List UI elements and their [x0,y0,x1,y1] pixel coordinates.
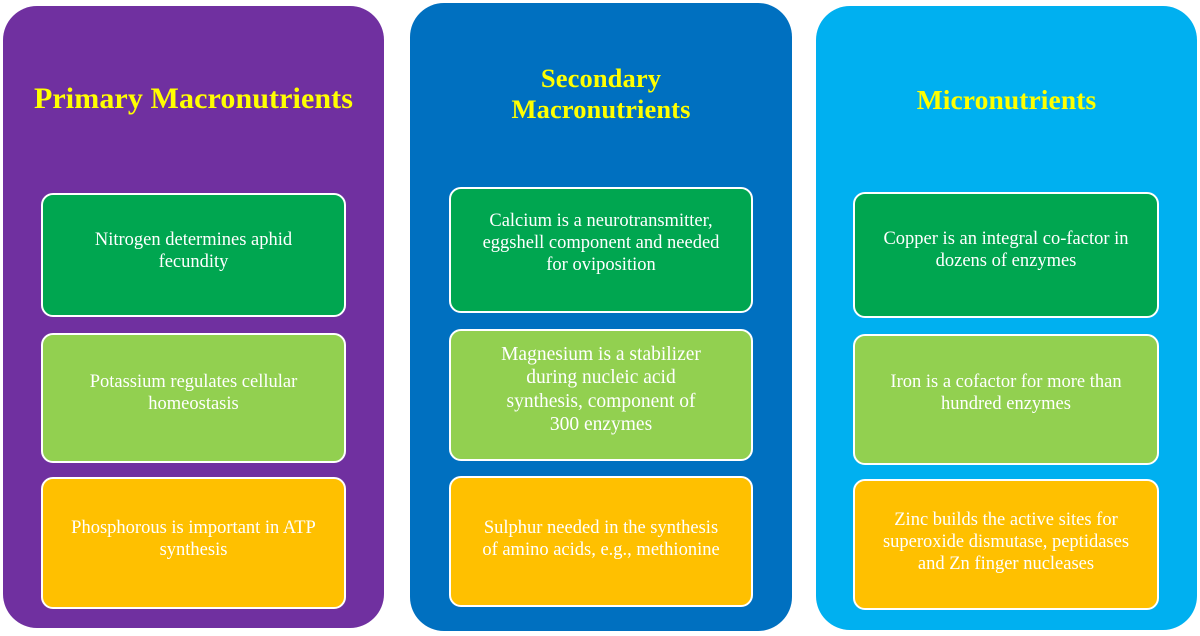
card-iron-text: Iron is a cofactor for more than hundred… [890,372,1122,415]
card-copper-text: Copper is an integral co-factor in dozen… [883,229,1129,272]
card-iron: Iron is a cofactor for more than hundred… [853,334,1159,465]
column-primary-macronutrients: Primary Macronutrients Nitrogen determin… [3,6,384,628]
card-magnesium-text: Magnesium is a stabilizer during nucleic… [501,344,701,436]
card-magnesium: Magnesium is a stabilizer during nucleic… [449,329,753,461]
column-secondary-macronutrients: Secondary Macronutrients Calcium is a ne… [410,3,792,631]
column-micronutrients: Micronutrients Copper is an integral co-… [816,6,1197,630]
card-phosphorous: Phosphorous is important in ATP synthesi… [41,477,346,609]
card-copper: Copper is an integral co-factor in dozen… [853,192,1159,318]
column-title-micronutrients: Micronutrients [916,84,1097,115]
card-zinc-text: Zinc builds the active sites for superox… [882,510,1130,575]
column-title-secondary-macronutrients: Secondary Macronutrients [511,63,691,124]
card-sulphur-text: Sulphur needed in the synthesis of amino… [482,518,720,561]
card-potassium: Potassium regulates cellular homeostasis [41,333,346,463]
column-title-primary-macronutrients: Primary Macronutrients [33,82,354,115]
card-potassium-text: Potassium regulates cellular homeostasis [89,372,298,415]
card-nitrogen-text: Nitrogen determines aphid fecundity [94,230,293,273]
card-zinc: Zinc builds the active sites for superox… [853,479,1159,610]
card-calcium: Calcium is a neurotransmitter, eggshell … [449,187,753,313]
card-sulphur: Sulphur needed in the synthesis of amino… [449,476,753,607]
card-calcium-text: Calcium is a neurotransmitter, eggshell … [482,211,720,276]
card-phosphorous-text: Phosphorous is important in ATP synthesi… [71,518,316,561]
card-nitrogen: Nitrogen determines aphid fecundity [41,193,346,317]
